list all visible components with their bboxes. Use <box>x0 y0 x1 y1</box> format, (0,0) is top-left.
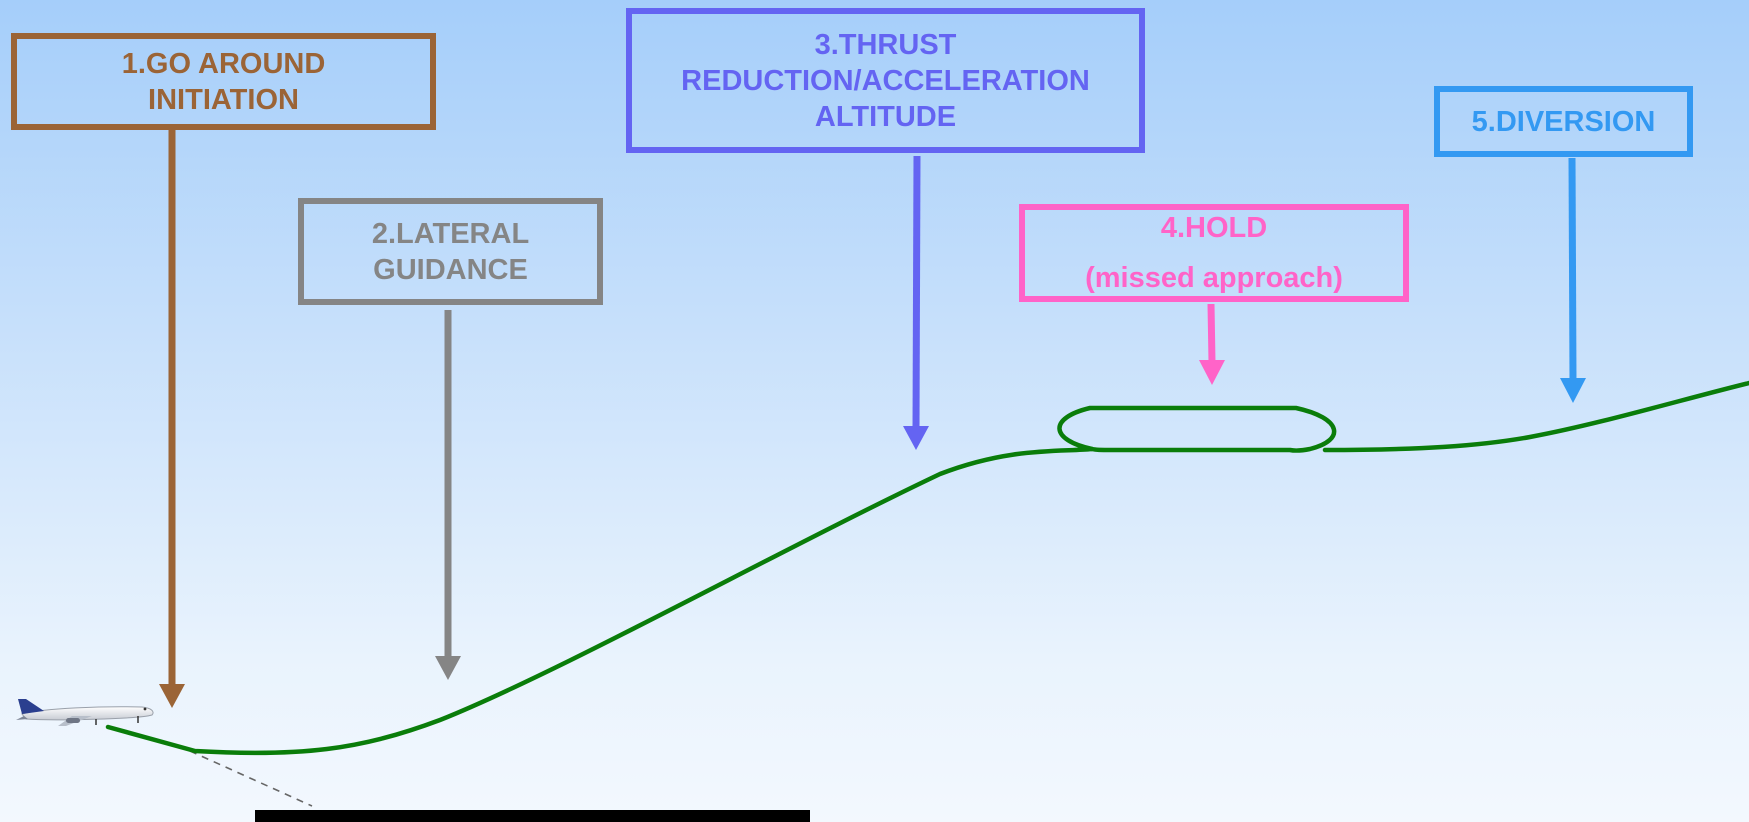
diversion-label-line-1: 5.DIVERSION <box>1471 105 1656 138</box>
glide-slope-line <box>189 750 313 807</box>
hold-label-line-1: 4.HOLD <box>1160 212 1268 244</box>
thrust-reduction-label-line-2: REDUCTION/ACCELERATION <box>681 64 1090 97</box>
lateral-guidance-arrow <box>435 310 461 680</box>
lateral-guidance-label: 2.LATERAL GUIDANCE <box>298 198 603 305</box>
go-around-initiation-label: 1.GO AROUND INITIATION <box>11 33 436 130</box>
go-around-arrow <box>159 130 185 708</box>
lateral-guidance-label-line-2: GUIDANCE <box>373 253 528 286</box>
holding-pattern <box>1057 405 1337 453</box>
diversion-label: 5.DIVERSION <box>1434 86 1693 157</box>
runway <box>255 810 810 822</box>
go-around-label-line-2: INITIATION <box>148 83 299 116</box>
go-around-label-line-1: 1.GO AROUND <box>121 47 326 80</box>
flight-path <box>105 446 1095 756</box>
thrust-reduction-arrow <box>903 155 929 450</box>
hold-label: 4.HOLD (missed approach) <box>1019 204 1409 302</box>
hold-arrow <box>1199 303 1225 385</box>
thrust-reduction-label-line-1: 3.THRUST <box>814 28 957 61</box>
diversion-arrow <box>1560 157 1586 403</box>
thrust-reduction-label: 3.THRUST REDUCTION/ACCELERATION ALTITUDE <box>626 8 1145 153</box>
diversion-path <box>1322 380 1749 453</box>
thrust-reduction-label-line-3: ALTITUDE <box>814 100 957 133</box>
hold-label-line-2: (missed approach) <box>1085 262 1343 294</box>
airliner-icon <box>16 699 154 726</box>
lateral-guidance-label-line-1: 2.LATERAL <box>371 217 530 250</box>
